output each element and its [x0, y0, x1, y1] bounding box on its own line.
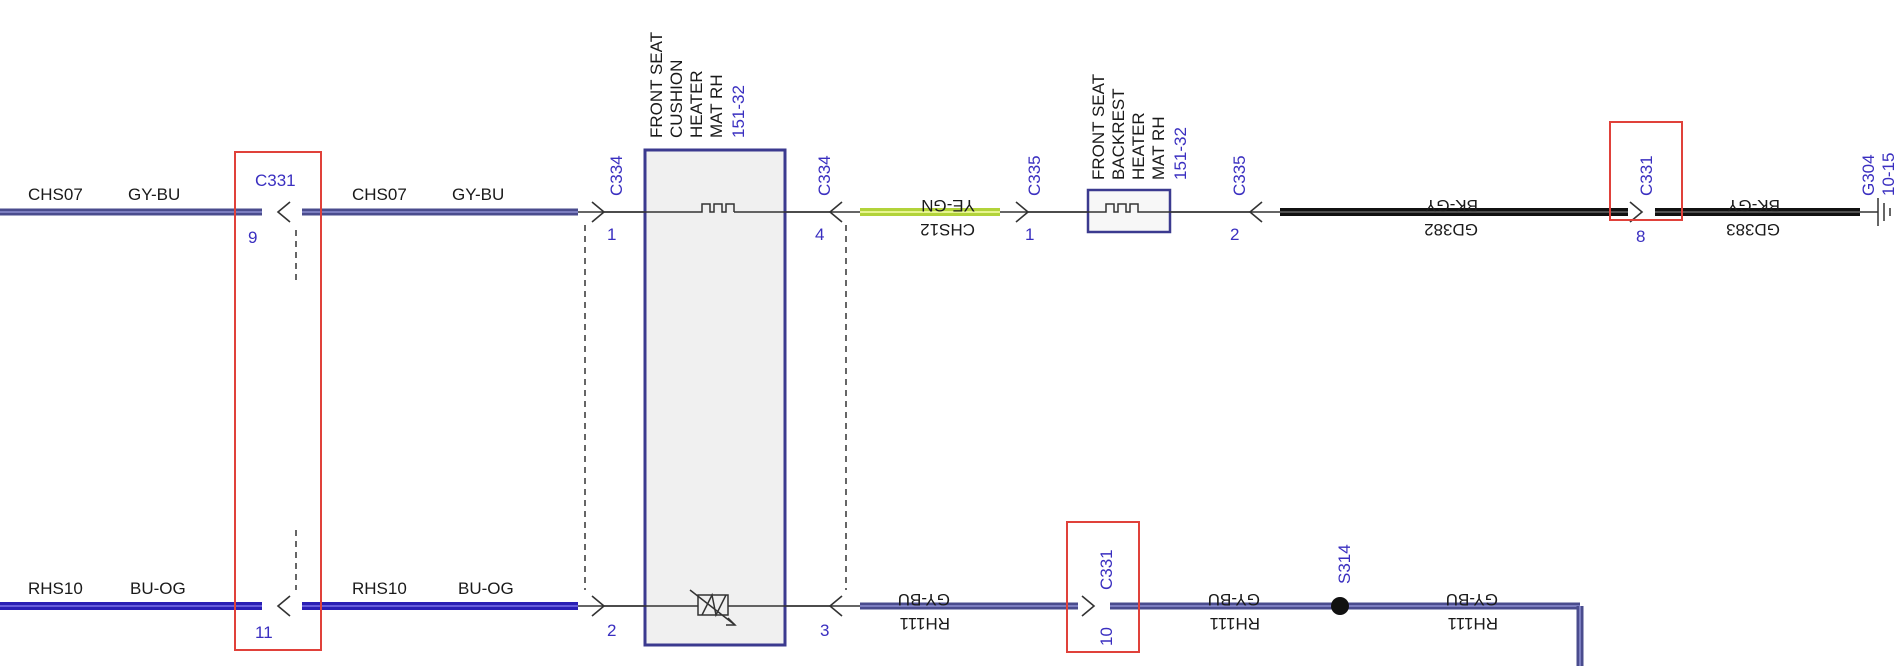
- component-label-line: MAT RH: [1149, 116, 1168, 180]
- component-label-line: HEATER: [687, 70, 706, 138]
- wire-color-bu-og: BU-OG: [130, 579, 186, 598]
- component-label-line: FRONT SEAT: [647, 32, 666, 138]
- wire-label-chs07: CHS07: [352, 185, 407, 204]
- pin-number: 10: [1097, 627, 1116, 646]
- wire-color-gy-bu: GY-BU: [1208, 590, 1260, 609]
- pin-number: 9: [248, 228, 257, 247]
- cushion-heater-box: [643, 148, 787, 647]
- highlight-c331-right: [1609, 121, 1683, 221]
- wire-label-rhs10: RHS10: [28, 579, 83, 598]
- pin-number: 11: [255, 623, 273, 642]
- heater-element-icon: [1100, 203, 1158, 213]
- pin-number: 1: [1025, 225, 1034, 244]
- wire-color-bu-og: BU-OG: [458, 579, 514, 598]
- pin-number: 2: [607, 621, 616, 640]
- wire-color-gy-bu: GY-BU: [452, 185, 504, 204]
- pin-number: 3: [820, 621, 829, 640]
- wire-label-chs12: CHS12: [920, 220, 975, 239]
- connector-label-c334: C334: [815, 155, 834, 196]
- wire-color-gy-bu: GY-BU: [1446, 590, 1498, 609]
- wire-color-gy-bu: GY-BU: [128, 185, 180, 204]
- wire-color-bk-gy: BK-GY: [1727, 196, 1780, 215]
- connector-label-c331: C331: [1097, 549, 1116, 590]
- splice-s314-dot: [1331, 597, 1349, 615]
- pin-number: 2: [1230, 225, 1239, 244]
- component-ref: 151-32: [1171, 127, 1190, 180]
- connector-label-c331: C331: [255, 171, 296, 190]
- component-label-line: HEATER: [1129, 112, 1148, 180]
- connector-label-c335: C335: [1230, 155, 1249, 196]
- heater-element-icon: [700, 203, 735, 213]
- highlight-c331-mid: [1066, 521, 1140, 653]
- wire-label-gd382: GD382: [1424, 220, 1478, 239]
- thermistor-icon: [689, 589, 737, 626]
- pin-number: 8: [1636, 227, 1645, 246]
- pin-number: 1: [607, 225, 616, 244]
- wire-label-rh111: RH111: [900, 614, 950, 633]
- wire-label-rh111: RH111: [1210, 614, 1260, 633]
- wire-color-ye-gn: YE-GN: [921, 196, 975, 215]
- wire-label-rhs10: RHS10: [352, 579, 407, 598]
- ground-icon: [1877, 198, 1891, 226]
- component-label-line: CUSHION: [667, 60, 686, 138]
- connector-arrow-icon: [276, 201, 1644, 617]
- component-ref: 151-32: [729, 85, 748, 138]
- component-label-line: BACKREST: [1109, 88, 1128, 180]
- ground-label-g304: G304: [1859, 154, 1878, 196]
- connector-label-c335: C335: [1025, 155, 1044, 196]
- pin-number: 4: [815, 225, 824, 244]
- wire-label-gd383: GD383: [1726, 220, 1780, 239]
- wire-color-gy-bu: GY-BU: [898, 590, 950, 609]
- connector-label-c334: C334: [607, 155, 626, 196]
- wire-label-rh111: RH111: [1448, 614, 1498, 633]
- splice-label-s314: S314: [1335, 544, 1354, 584]
- ground-ref: 10-15: [1879, 153, 1898, 196]
- wire-label-chs07: CHS07: [28, 185, 83, 204]
- highlight-c331-left: [234, 151, 322, 651]
- backrest-heater-box: [1086, 188, 1172, 234]
- connector-label-c331: C331: [1637, 155, 1656, 196]
- component-label-line: FRONT SEAT: [1089, 74, 1108, 180]
- wire-color-bk-gy: BK-GY: [1425, 196, 1478, 215]
- connector-dashed-lines: [295, 225, 847, 590]
- component-label-line: MAT RH: [707, 74, 726, 138]
